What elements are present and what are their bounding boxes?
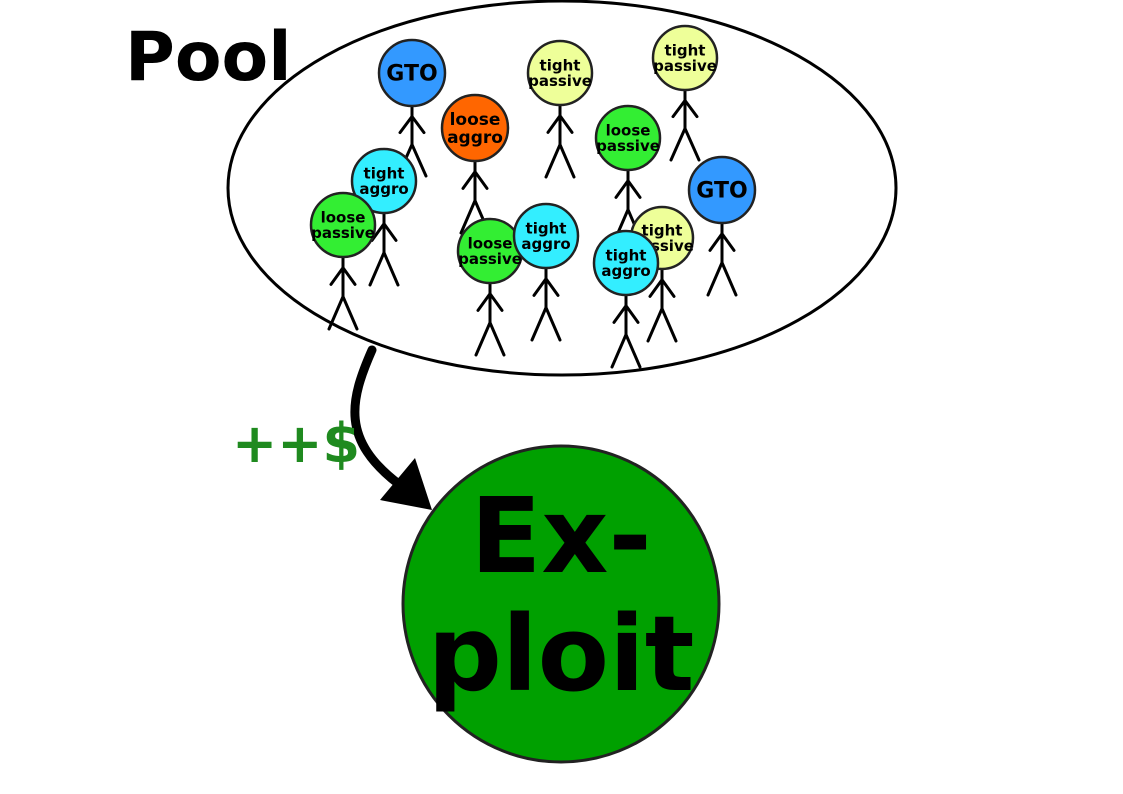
player-label: aggro <box>521 235 570 253</box>
player-head <box>526 39 594 107</box>
player-label: passive <box>458 250 522 268</box>
stick-figure-icon <box>669 88 701 162</box>
stick-figure-icon <box>327 255 359 331</box>
player-head <box>377 38 447 108</box>
arrow-head <box>380 458 432 510</box>
player-label: tight <box>642 221 683 239</box>
player-head <box>309 191 377 259</box>
stick-figure-icon <box>368 211 400 287</box>
player-label: GTO <box>386 62 437 87</box>
exploit-label-line1: Ex- <box>470 475 651 597</box>
player-label: aggro <box>601 262 650 280</box>
player-label: loose <box>321 208 366 226</box>
player-head <box>687 155 757 225</box>
stick-figure-icon <box>610 293 642 369</box>
money-label: ++$ <box>232 412 360 475</box>
player-label: passive <box>596 137 660 155</box>
stick-figure-icon <box>474 281 506 357</box>
stick-figure-icon <box>646 267 678 343</box>
pool-title: Pool <box>125 18 292 97</box>
player-label: tight <box>540 56 581 74</box>
exploit-circle <box>401 444 721 764</box>
player-head <box>651 24 719 92</box>
stick-figure-icon <box>544 103 576 179</box>
player-label: aggro <box>359 180 408 198</box>
player-head <box>440 93 510 163</box>
player-head <box>512 202 580 270</box>
player-head <box>594 104 662 172</box>
player-label: passive <box>653 57 717 75</box>
player-head <box>350 147 418 215</box>
exploit-label-line2: ploit <box>428 593 695 715</box>
player-label: tight <box>364 164 405 182</box>
player-gto: GTO <box>377 38 447 178</box>
player-gto: GTO <box>687 155 757 297</box>
player-label: aggro <box>447 128 503 148</box>
player-label: loose <box>450 110 501 130</box>
player-label: tight <box>526 219 567 237</box>
arrow-shaft <box>350 345 405 490</box>
player-label: passive <box>528 72 592 90</box>
player-label: GTO <box>696 179 747 204</box>
player-label: passive <box>311 224 375 242</box>
player-label: loose <box>606 121 651 139</box>
stick-figure-icon <box>530 266 562 342</box>
player-head <box>592 229 660 297</box>
player-label: loose <box>468 234 513 252</box>
player-label: tight <box>606 246 647 264</box>
stick-figure-icon <box>706 221 738 297</box>
player-label: tight <box>665 41 706 59</box>
